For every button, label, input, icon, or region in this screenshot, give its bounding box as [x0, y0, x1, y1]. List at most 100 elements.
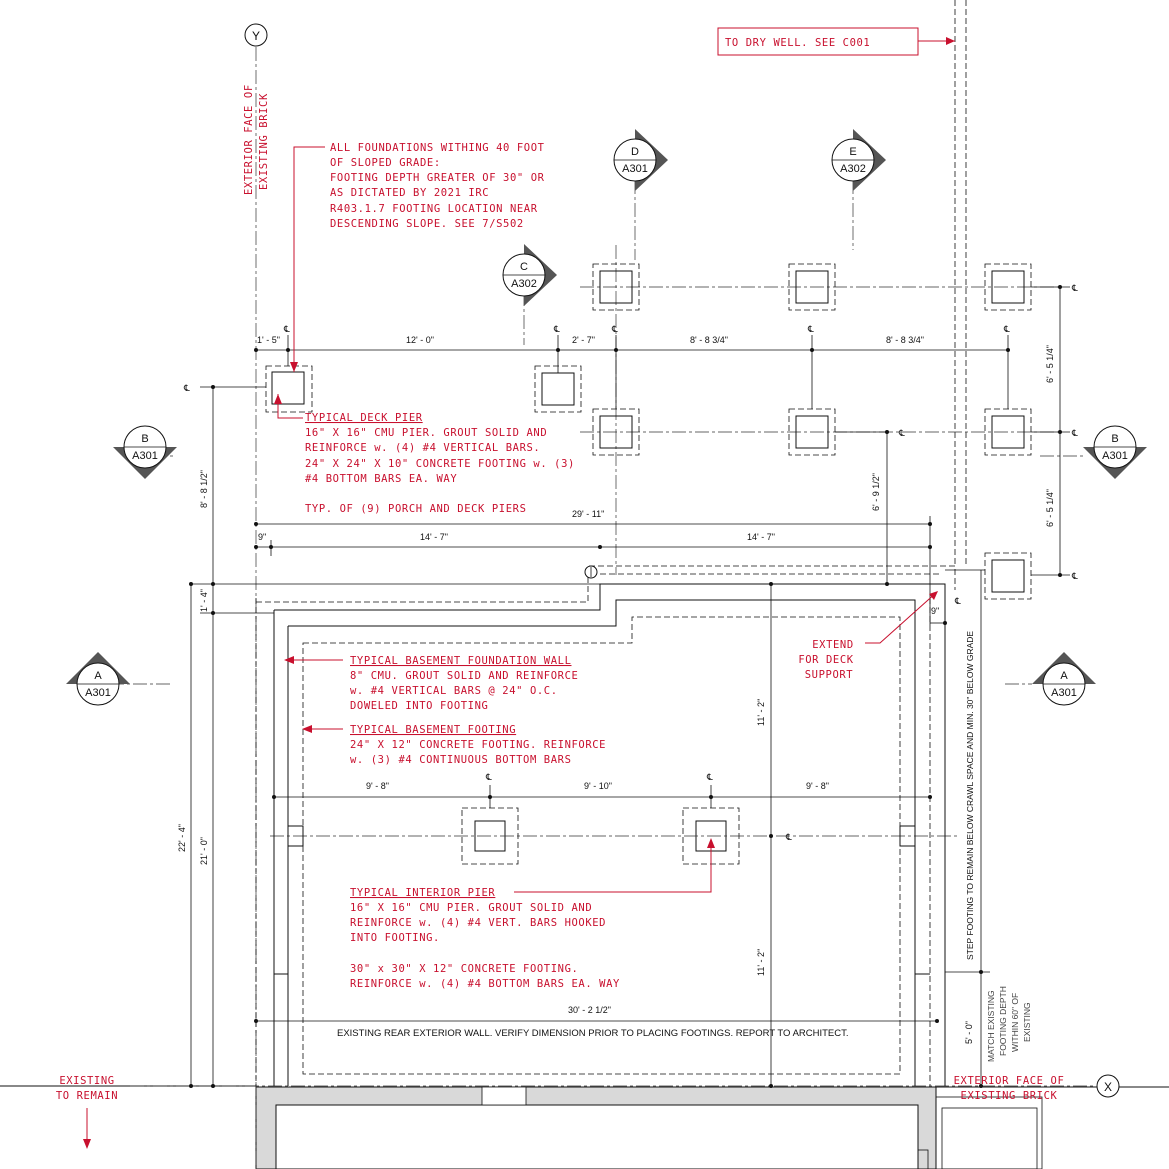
dim-text: 14' - 7"	[420, 532, 448, 542]
cl-symbol: ℄	[283, 324, 290, 334]
rear-wall-note: EXISTING REAR EXTERIOR WALL. VERIFY DIME…	[337, 1028, 849, 1039]
dim-text: 12' - 0"	[406, 335, 434, 345]
svg-text:30" x 30" X 12" CONCRETE FOOTI: 30" x 30" X 12" CONCRETE FOOTING.	[350, 963, 578, 975]
dim-text: 6' - 5 1/4"	[1045, 489, 1055, 527]
dim-text: 21' - 0"	[199, 837, 209, 865]
grid-line-x	[130, 1074, 1120, 1098]
extend-note: EXTEND FOR DECK SUPPORT	[798, 639, 853, 681]
svg-text:FOR DECK: FOR DECK	[798, 654, 853, 666]
svg-text:24" X 24" X 10" CONCRETE FOOTI: 24" X 24" X 10" CONCRETE FOOTING w. (3)	[305, 458, 575, 470]
svg-text:w. (3) #4 CONTINUOUS BOTTOM BA: w. (3) #4 CONTINUOUS BOTTOM BARS	[350, 754, 572, 766]
dim-text: 9"	[258, 532, 266, 542]
section-marker-a-left	[66, 652, 130, 706]
svg-text:DOWELED INTO FOOTING: DOWELED INTO FOOTING	[350, 700, 488, 712]
svg-text:16" X 16" CMU PIER. GROUT SOLI: 16" X 16" CMU PIER. GROUT SOLID AND	[305, 427, 547, 439]
svg-text:16" X 16" CMU PIER. GROUT SOLI: 16" X 16" CMU PIER. GROUT SOLID AND	[350, 902, 592, 914]
section-d-sheet: A301	[622, 163, 648, 175]
svg-text:REINFORCE w. (4) #4 BOTTOM BAR: REINFORCE w. (4) #4 BOTTOM BARS EA. WAY	[350, 978, 620, 990]
interior-pier-note: TYPICAL INTERIOR PIER 16" X 16" CMU PIER…	[350, 887, 620, 990]
dry-well-callout: TO DRY WELL. SEE C001	[725, 37, 870, 49]
svg-text:REINFORCE w. (4) #4 VERTICAL B: REINFORCE w. (4) #4 VERTICAL BARS.	[305, 442, 540, 454]
svg-text:INTO FOOTING.: INTO FOOTING.	[350, 932, 440, 944]
cl-symbol: ℄	[706, 772, 713, 782]
dim-text: 9' - 8"	[366, 781, 389, 791]
grid-label-x: X	[1104, 1080, 1112, 1094]
svg-text:24" X 12" CONCRETE FOOTING. RE: 24" X 12" CONCRETE FOOTING. REINFORCE	[350, 739, 606, 751]
interior-pier-note-title: TYPICAL INTERIOR PIER	[350, 887, 495, 899]
cl-symbol: ℄	[553, 324, 560, 334]
dim-text: 11' - 2"	[756, 949, 766, 976]
svg-text:EXTEND: EXTEND	[812, 639, 854, 651]
section-a-letter: A	[94, 670, 102, 682]
svg-text:R403.1.7 FOOTING LOCATION NEAR: R403.1.7 FOOTING LOCATION NEAR	[330, 203, 538, 215]
dim-text: 9' - 10"	[584, 781, 612, 791]
red-leaders	[83, 27, 955, 1149]
deck-pier-note-title: TYPICAL DECK PIER	[305, 412, 423, 424]
dim-text: 5' - 0"	[964, 1021, 974, 1044]
svg-text:FOOTING DEPTH: FOOTING DEPTH	[998, 986, 1008, 1056]
footing-note: TYPICAL BASEMENT FOOTING 24" X 12" CONCR…	[350, 724, 606, 766]
existing-brick-label-bottom: EXTERIOR FACE OF EXISTING BRICK	[954, 1075, 1065, 1102]
svg-text:8" CMU. GROUT SOLID AND REINFO: 8" CMU. GROUT SOLID AND REINFORCE	[350, 670, 578, 682]
centerline-symbols: ℄ ℄ ℄ ℄ ℄ ℄ ℄ ℄ ℄ ℄ ℄ ℄ ℄ ℄	[183, 283, 1078, 842]
dim-text: 2' - 7"	[572, 335, 595, 345]
dim-text: 6' - 5 1/4"	[1045, 345, 1055, 383]
section-a-letter: A	[1060, 670, 1068, 682]
dim-text: 1' - 4"	[199, 589, 209, 612]
dim-text: 9' - 8"	[806, 781, 829, 791]
section-marker-e	[831, 129, 886, 191]
dim-text: 1' - 5"	[257, 335, 280, 345]
foundation-wall-note: TYPICAL BASEMENT FOUNDATION WALL 8" CMU.…	[350, 655, 578, 712]
svg-text:ALL FOUNDATIONS WITHING 40 FOO: ALL FOUNDATIONS WITHING 40 FOOT	[330, 142, 545, 154]
dim-text: 9"	[931, 606, 939, 616]
existing-to-remain-note: EXISTING TO REMAIN	[56, 1075, 118, 1102]
existing-brick-label-top: EXTERIOR FACE OF	[243, 84, 255, 195]
dim-text: 14' - 7"	[747, 532, 775, 542]
cl-symbol: ℄	[1071, 428, 1078, 438]
deck-pier	[265, 365, 313, 413]
section-d-letter: D	[631, 146, 639, 158]
section-marker-b-right	[1083, 425, 1147, 479]
svg-text:MATCH EXISTING: MATCH EXISTING	[986, 990, 996, 1062]
cl-symbol: ℄	[1071, 283, 1078, 293]
svg-text:WITHIN 60" OF: WITHIN 60" OF	[1010, 993, 1020, 1052]
cl-symbol: ℄	[785, 832, 792, 842]
dry-well-lines	[954, 0, 967, 565]
deck-pier	[592, 263, 640, 311]
svg-text:TO REMAIN: TO REMAIN	[56, 1090, 118, 1102]
svg-text:EXISTING: EXISTING	[1022, 1002, 1032, 1042]
svg-text:EXISTING BRICK: EXISTING BRICK	[961, 1090, 1058, 1102]
dim-text: 11' - 2"	[756, 699, 766, 726]
section-b-letter: B	[141, 433, 148, 445]
section-a-sheet: A301	[85, 687, 111, 699]
svg-text:w. #4 VERTICAL BARS @ 24" O.C.: w. #4 VERTICAL BARS @ 24" O.C.	[350, 685, 558, 697]
section-marker-b-left	[113, 425, 177, 479]
match-existing-note: MATCH EXISTING FOOTING DEPTH WITHIN 60" …	[986, 986, 1032, 1062]
svg-text:FOOTING DEPTH GREATER OF 30" O: FOOTING DEPTH GREATER OF 30" OR	[330, 172, 545, 184]
dim-text: 22' - 4"	[177, 824, 187, 852]
dry-well-box	[717, 27, 919, 56]
dim-text: 30' - 2 1/2"	[568, 1005, 611, 1015]
section-b-letter: B	[1111, 433, 1118, 445]
cl-symbol: ℄	[954, 596, 961, 606]
deck-pier	[788, 263, 836, 311]
svg-text:#4 BOTTOM BARS EA. WAY: #4 BOTTOM BARS EA. WAY	[305, 473, 457, 485]
section-a-sheet: A301	[1051, 687, 1077, 699]
section-marker-d	[613, 129, 668, 191]
section-e-letter: E	[849, 146, 856, 158]
foundation-wall-note-title: TYPICAL BASEMENT FOUNDATION WALL	[350, 655, 572, 667]
cl-symbol: ℄	[485, 772, 492, 782]
section-b-sheet: A301	[132, 450, 158, 462]
cl-symbol: ℄	[1003, 324, 1010, 334]
grid-label-y: Y	[252, 29, 260, 43]
existing-brick-label-top: EXISTING BRICK	[258, 93, 270, 190]
section-c-letter: C	[520, 261, 528, 273]
deck-pier-note: TYPICAL DECK PIER 16" X 16" CMU PIER. GR…	[305, 412, 575, 515]
section-b-sheet: A301	[1102, 450, 1128, 462]
section-marker-a-right	[1032, 652, 1096, 706]
svg-text:EXTERIOR FACE OF: EXTERIOR FACE OF	[954, 1075, 1065, 1087]
svg-text:EXISTING: EXISTING	[59, 1075, 114, 1087]
footing-note-title: TYPICAL BASEMENT FOOTING	[350, 724, 516, 736]
dim-text: 29' - 11"	[572, 509, 604, 519]
